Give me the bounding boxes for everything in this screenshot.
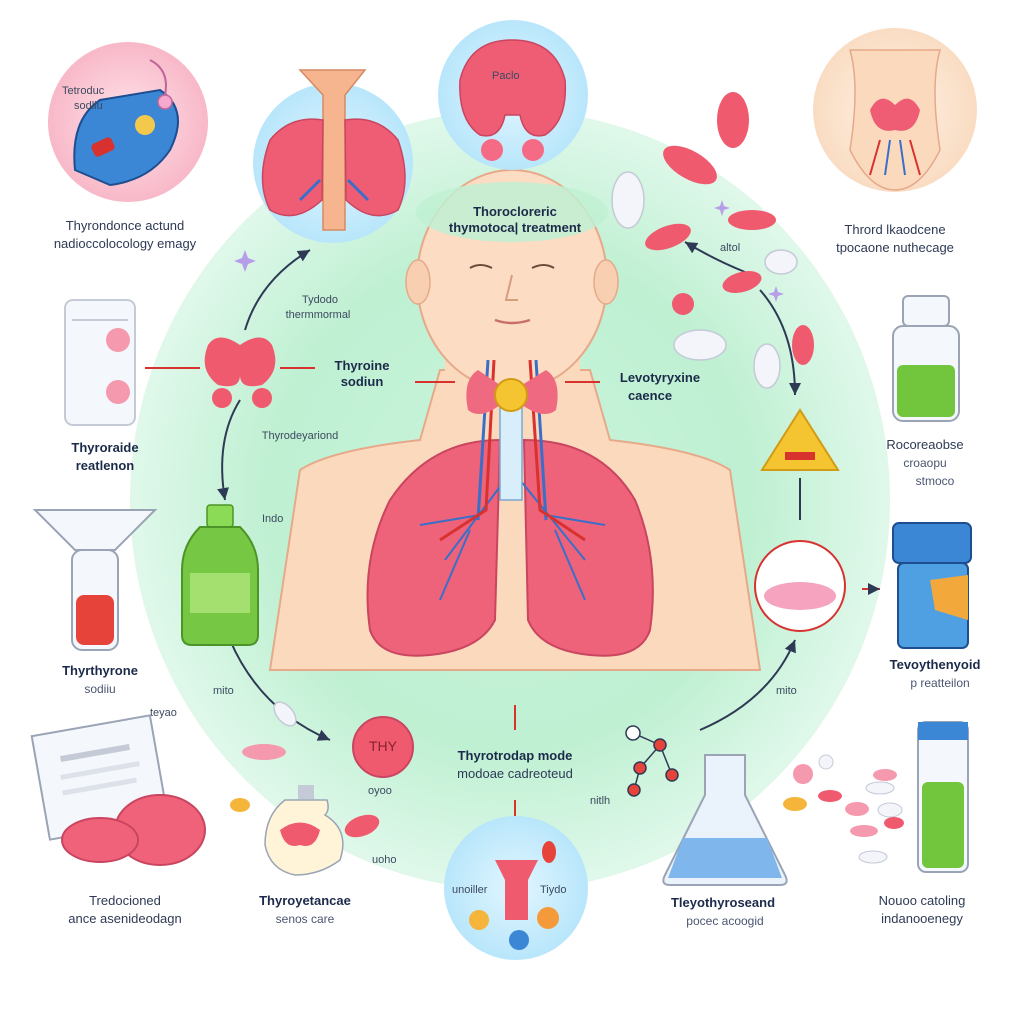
top-left-circle (48, 42, 208, 202)
mid-left-2: sodiun (340, 374, 384, 389)
mid-right-1: Levotyryxine (619, 370, 701, 385)
bottom-center-circle (444, 816, 588, 960)
blue-jar (892, 522, 972, 649)
thy-pill (273, 701, 414, 778)
right-bottle-caption-2: croaopu (903, 456, 947, 470)
molecule-label: nitlh (590, 795, 611, 807)
arrow-label-left-2: thermmormal (285, 309, 351, 321)
jar-caption-1: Tevoythenyoid (889, 657, 981, 672)
bottom-circle-left: unoiller (452, 884, 488, 896)
center-title-line2: thymotoca| treatment (448, 220, 582, 235)
cycle-arrows (217, 241, 801, 741)
bottom-caption-b-2: senos care (275, 912, 335, 926)
left-container (64, 299, 136, 426)
right-test-tube (917, 721, 969, 873)
thy-pill-text: THY (369, 738, 397, 754)
warning-sign (760, 408, 840, 471)
bottom-caption-d-2: indanooenegy (881, 911, 963, 926)
powder-dish (754, 540, 846, 632)
bottom-center-1: Thyrotrodap mode (457, 748, 573, 763)
center-title-line1: Thorocloreric (473, 204, 557, 219)
lungs (366, 438, 654, 657)
thyroid-top-circle (438, 20, 588, 170)
mid-right-2: caence (627, 388, 673, 403)
bottom-caption-b-1: Thyroyetancae (259, 893, 351, 908)
bottom-caption-a-1: Tredocioned (89, 893, 161, 908)
bottom-caption-c-2: pocec acoogid (686, 914, 764, 928)
flask (662, 754, 788, 886)
arrow-label-left: Tydodo (301, 294, 339, 306)
bottom-caption-a-2: ance asenideodagn (68, 911, 182, 926)
clipboard (30, 714, 206, 866)
top-right-caption-2: tpocaone nuthecage (836, 240, 954, 255)
neck-top-right-circle (813, 28, 977, 192)
right-bottle-caption-1: Rocoreaobse (886, 437, 964, 452)
mid-left-1: Thyroine (334, 358, 390, 373)
funnel-caption-2: sodiiu (84, 682, 116, 696)
funnel-test-tube (32, 509, 158, 651)
bottle-label: Indo (262, 513, 284, 525)
clipboard-label: teyao (150, 707, 177, 719)
trachea (439, 359, 586, 542)
top-left-caption-2: nadioccolocology emagy (53, 236, 197, 251)
arrow-small-right: mito (776, 685, 797, 697)
funnel-caption-1: Thyrthyrone (62, 663, 138, 678)
top-left-circle-text-2: sodliu (74, 100, 103, 112)
bottom-center-2: modoae cadreoteud (457, 766, 573, 781)
green-bottle (181, 504, 259, 646)
arrow-small-left: mito (213, 685, 234, 697)
arrow-small-top-right: altol (720, 242, 741, 254)
small-thyroid-left (204, 337, 276, 408)
small-jar (230, 744, 380, 876)
top-left-circle-text-1: Tetroduc (62, 85, 105, 97)
bottom-caption-d-1: Nouoo catoling (878, 893, 966, 908)
pills-bottom-right (783, 754, 904, 864)
molecule (625, 725, 679, 797)
left-box-caption-1: Thyroraide (71, 440, 139, 455)
flask-label: uoho (372, 854, 397, 866)
right-green-bottle (892, 295, 960, 422)
thyroid-trachea-circle (253, 69, 413, 243)
right-bottle-caption-3: stmoco (915, 474, 955, 488)
thyro-sub: Thyrodeyariond (261, 430, 339, 442)
left-box-caption-2: reatlenon (75, 458, 135, 473)
thy-pill-sub: oyoo (368, 785, 392, 797)
pills-top-right (611, 92, 814, 389)
bottom-caption-c-1: Tleyothyroseand (670, 895, 776, 910)
jar-caption-2: p reatteilon (910, 676, 970, 690)
top-left-caption-1: Thyrondonce actund (65, 218, 185, 233)
bottom-circle-right: Tiydo (540, 884, 567, 896)
top-right-caption-1: Thrord lkaodcene (844, 222, 946, 237)
sparkles (234, 200, 784, 302)
top-center-circle-text: Paclo (492, 70, 520, 82)
